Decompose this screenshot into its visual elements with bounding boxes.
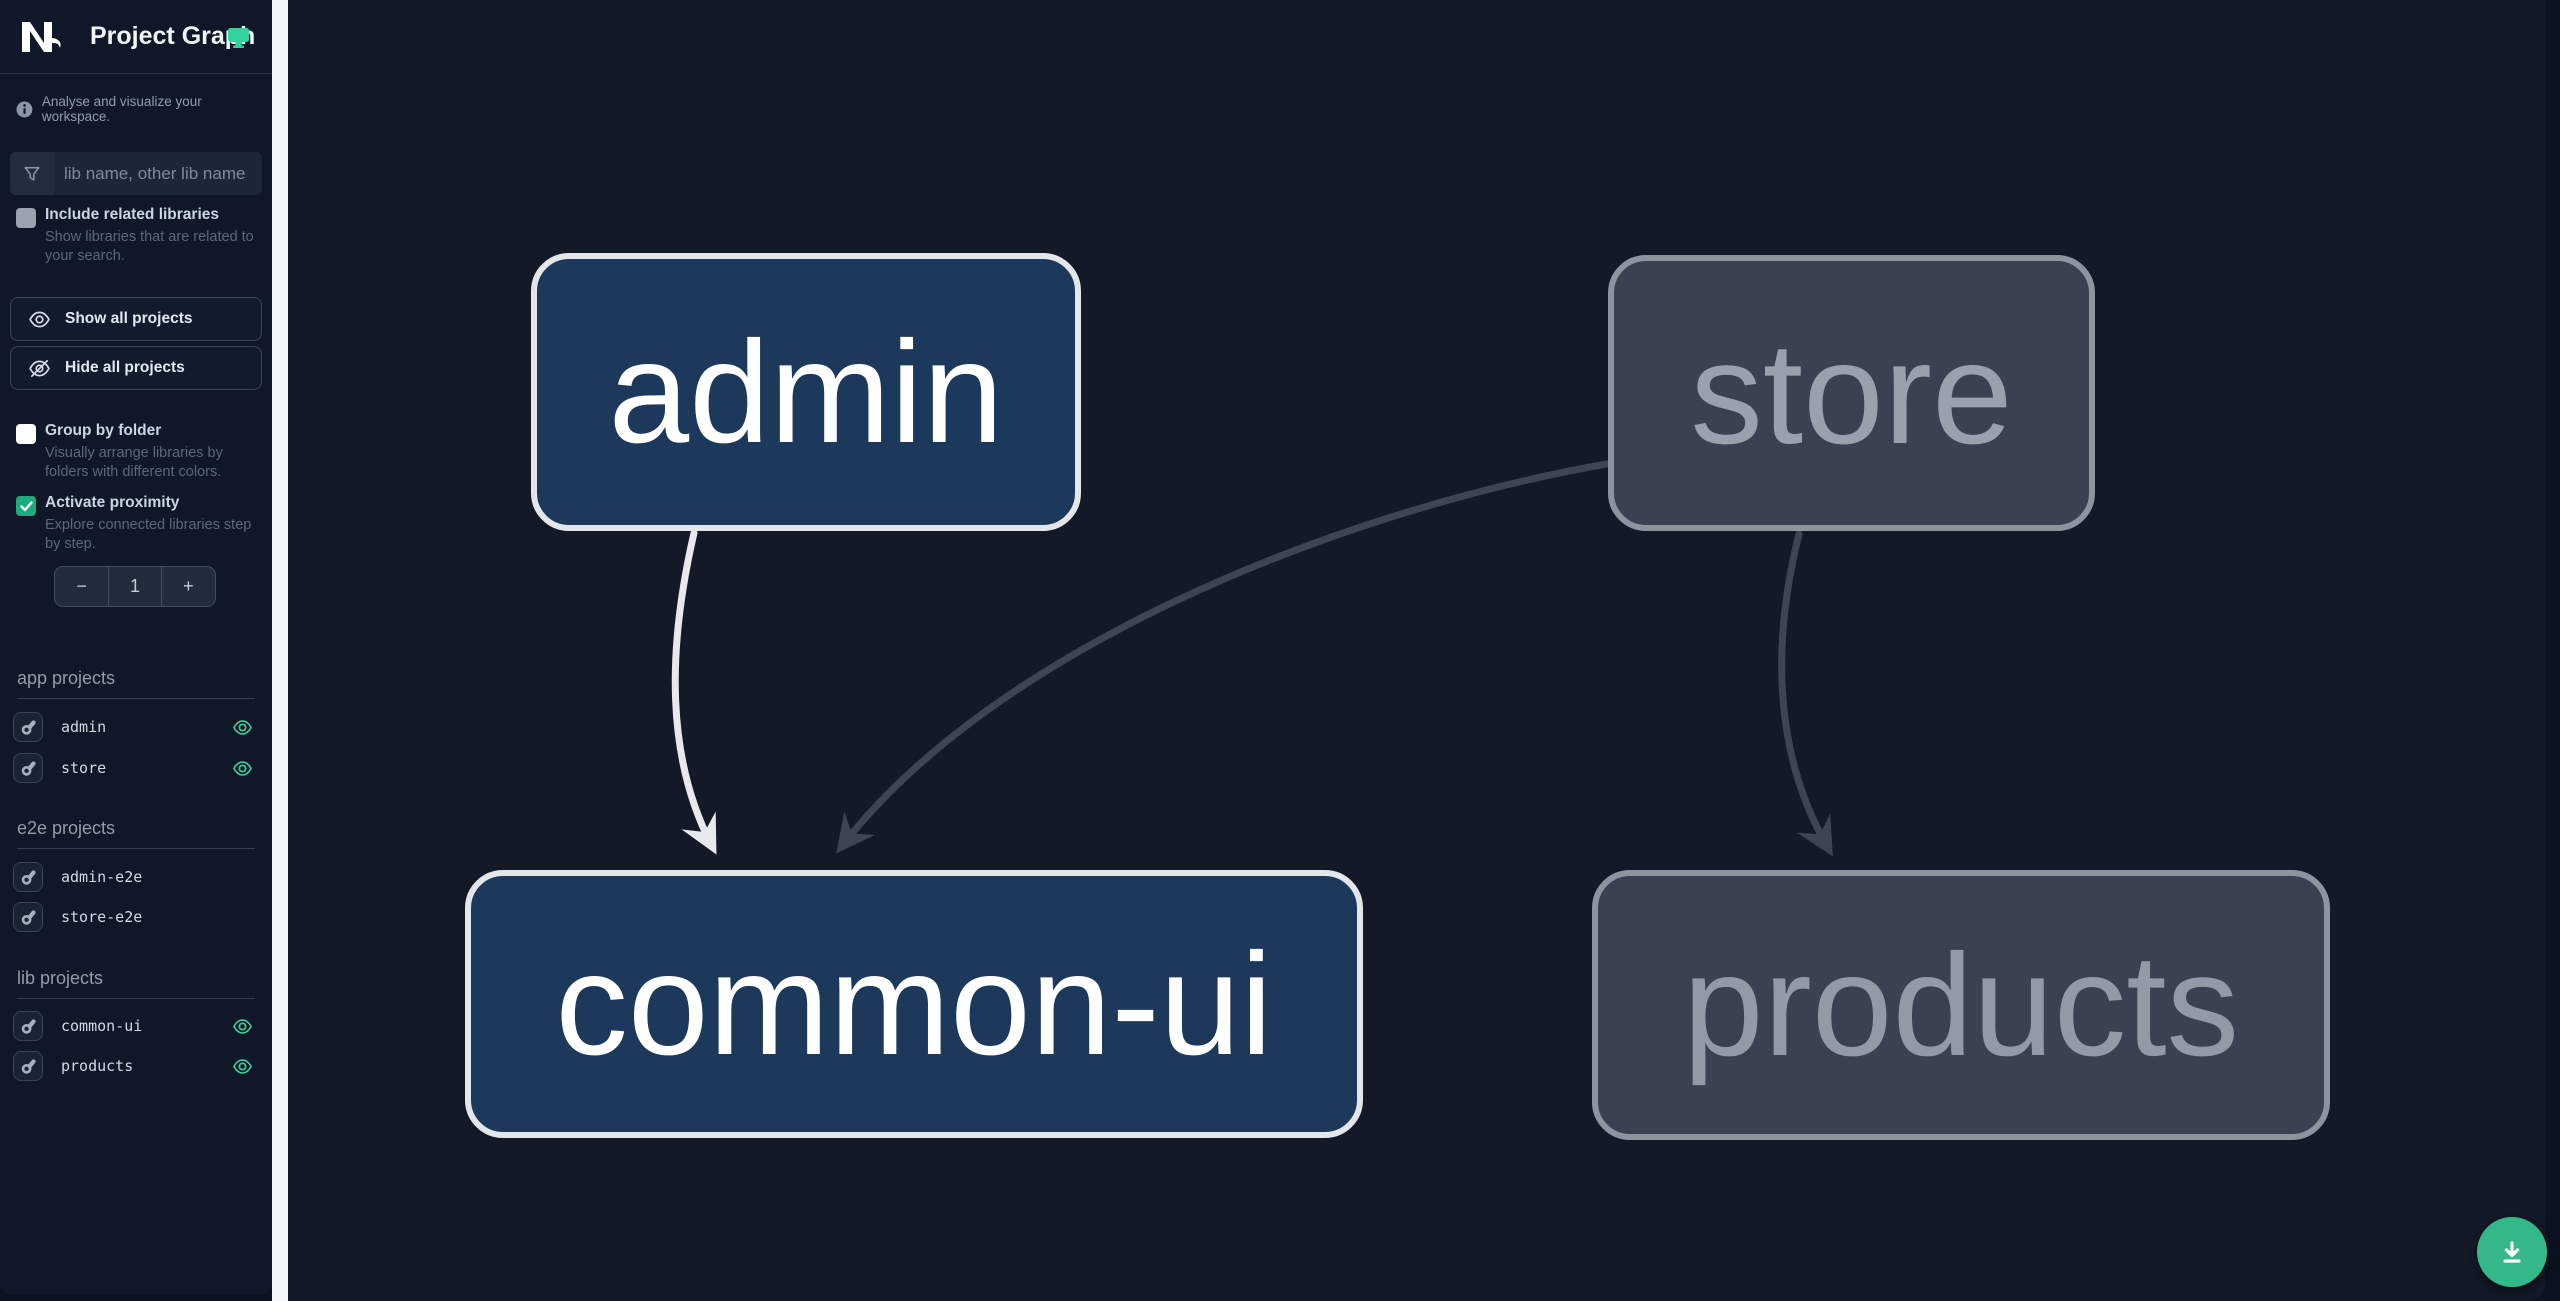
toggle-visibility-eye-icon[interactable] — [232, 717, 253, 738]
group-by-folder-checkbox[interactable] — [16, 424, 36, 444]
proximity-stepper: − 1 + — [54, 566, 216, 607]
section-title-lib-projects: lib projects — [17, 968, 255, 999]
section-title-e2e-projects: e2e projects — [17, 818, 255, 849]
filter-input[interactable] — [54, 152, 262, 195]
project-row-store: store — [13, 753, 259, 783]
focus-project-icon — [21, 719, 36, 735]
option-label: Group by folder — [45, 422, 162, 439]
project-name[interactable]: products — [61, 1057, 134, 1075]
check-icon — [19, 500, 33, 511]
include-related-checkbox[interactable] — [16, 208, 36, 228]
option-group-by-folder: Group by folder Visually arrange librari… — [16, 422, 262, 482]
sidebar: Project Graph Analyse and visualize your… — [0, 0, 272, 1295]
project-row-store-e2e: store-e2e — [13, 902, 259, 932]
filter-box — [10, 152, 262, 195]
project-name[interactable]: admin-e2e — [61, 868, 143, 886]
toggle-visibility-eye-icon[interactable] — [232, 758, 253, 779]
focus-project-button[interactable] — [13, 712, 43, 742]
focus-project-button[interactable] — [13, 862, 43, 892]
option-label: Include related libraries — [45, 206, 220, 223]
project-row-common-ui: common-ui — [13, 1011, 259, 1041]
focus-project-button[interactable] — [13, 1011, 43, 1041]
download-icon — [2503, 1241, 2521, 1263]
project-name[interactable]: common-ui — [61, 1017, 143, 1035]
focus-project-icon — [21, 909, 36, 925]
show-all-projects-button[interactable]: Show all projects — [10, 297, 262, 341]
eye-slash-icon — [29, 359, 50, 377]
sidebar-header: Project Graph — [0, 0, 272, 74]
option-activate-proximity: Activate proximity Explore connected lib… — [16, 494, 262, 554]
proximity-decrement-button[interactable]: − — [76, 576, 87, 596]
option-description: Explore connected libraries step by step… — [45, 517, 252, 552]
sidebar-resize-handle[interactable] — [272, 0, 288, 1301]
app-title: Project Graph — [90, 22, 256, 50]
toggle-visibility-eye-icon[interactable] — [232, 1056, 253, 1077]
proximity-value[interactable]: 1 — [108, 567, 162, 606]
proximity-increment-button[interactable]: + — [183, 576, 194, 596]
monitor-icon — [227, 27, 250, 53]
tagline: Analyse and visualize your workspace. — [16, 94, 272, 124]
project-name[interactable]: admin — [61, 718, 107, 736]
graph-node-store[interactable]: store — [1608, 255, 2095, 531]
focus-project-icon — [21, 1018, 36, 1034]
graph-node-products[interactable]: products — [1592, 870, 2330, 1140]
option-description: Show libraries that are related to your … — [45, 229, 254, 264]
activate-proximity-checkbox[interactable] — [16, 496, 36, 516]
focus-project-icon — [21, 1058, 36, 1074]
nx-logo — [22, 21, 61, 52]
download-image-button[interactable] — [2477, 1217, 2547, 1287]
hide-all-projects-button[interactable]: Hide all projects — [10, 346, 262, 390]
focus-project-button[interactable] — [13, 902, 43, 932]
section-title-app-projects: app projects — [17, 668, 255, 699]
eye-icon — [29, 311, 50, 327]
option-label: Activate proximity — [45, 494, 180, 511]
funnel-icon — [10, 152, 54, 195]
toggle-visibility-eye-icon[interactable] — [232, 1016, 253, 1037]
project-row-admin: admin — [13, 712, 259, 742]
focus-project-icon — [21, 869, 36, 885]
focus-project-button[interactable] — [13, 753, 43, 783]
option-description: Visually arrange libraries by folders wi… — [45, 445, 223, 480]
project-name[interactable]: store-e2e — [61, 908, 143, 926]
project-name[interactable]: store — [61, 759, 107, 777]
focus-project-icon — [21, 760, 36, 776]
project-row-admin-e2e: admin-e2e — [13, 862, 259, 892]
focus-project-button[interactable] — [13, 1051, 43, 1081]
project-row-products: products — [13, 1051, 259, 1081]
option-include-related: Include related libraries Show libraries… — [16, 206, 262, 266]
info-icon — [16, 101, 33, 117]
graph-node-admin[interactable]: admin — [531, 253, 1081, 531]
graph-node-common-ui[interactable]: common-ui — [465, 870, 1363, 1138]
